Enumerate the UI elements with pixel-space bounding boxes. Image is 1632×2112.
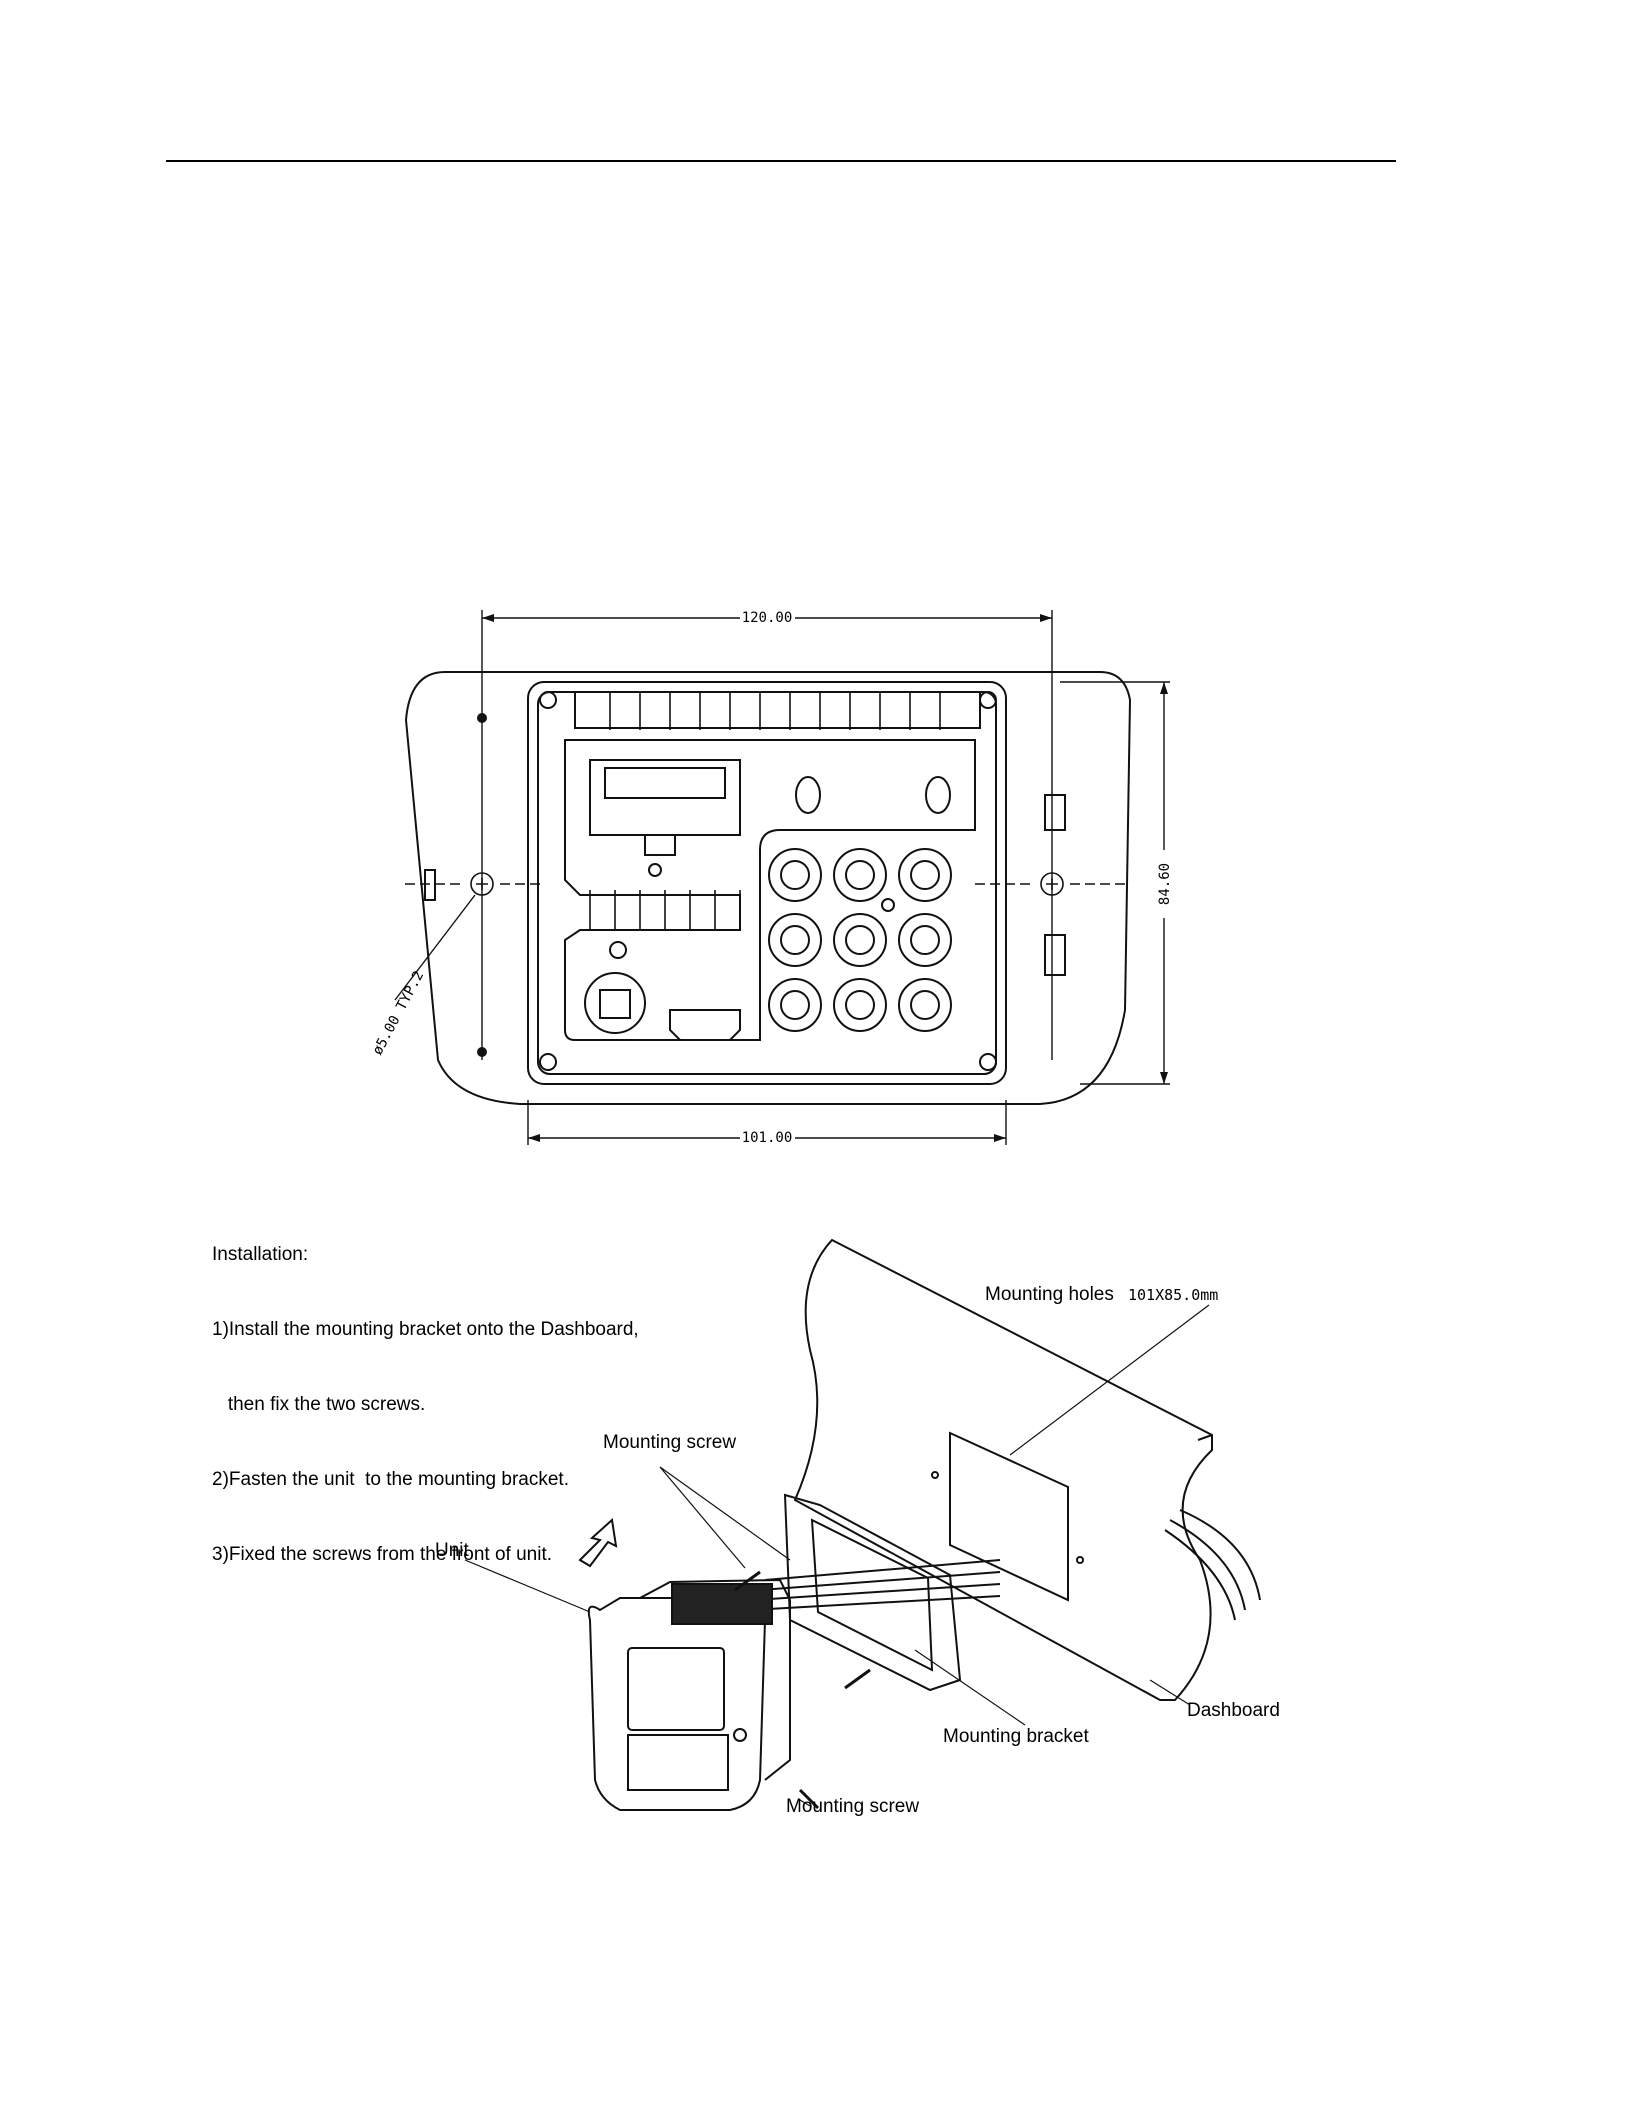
callout-mounting-screw-bottom: Mounting screw xyxy=(786,1796,919,1817)
installation-instructions: Installation: 1)Install the mounting bra… xyxy=(212,1192,639,1617)
installation-heading: Installation: xyxy=(212,1244,309,1265)
callout-unit: Unit xyxy=(435,1540,470,1561)
rca-jacks xyxy=(768,848,952,1032)
dimension-lines xyxy=(394,610,1170,1145)
heatsink-fins xyxy=(609,692,941,730)
unit xyxy=(587,1597,767,1811)
dashboard-panel xyxy=(793,1238,1213,1701)
usb-port xyxy=(584,972,646,1034)
hdmi-port xyxy=(669,1009,741,1041)
mounting-hole-cutout xyxy=(949,1431,1069,1602)
installation-step-1: 1)Install the mounting bracket onto the … xyxy=(212,1319,639,1340)
insert-arrow xyxy=(578,1518,618,1568)
installation-step-1-cont: then fix the two screws. xyxy=(212,1394,426,1415)
bezel-outline xyxy=(404,671,1132,1105)
installation-step-2: 2)Fasten the unit to the mounting bracke… xyxy=(212,1469,569,1490)
callout-mounting-holes-size: 101X85.0mm xyxy=(1128,1286,1218,1304)
dim-width-top: 120.00 xyxy=(742,610,793,626)
dim-width-bottom: 101.00 xyxy=(742,1130,793,1146)
housing-outline xyxy=(527,681,1007,1085)
callout-mounting-bracket: Mounting bracket xyxy=(943,1726,1089,1747)
installation-step-3: 3)Fixed the screws from the front of uni… xyxy=(212,1544,553,1565)
header-rule xyxy=(166,160,1396,162)
callout-mounting-screw-top: Mounting screw xyxy=(603,1432,736,1453)
callout-dashboard: Dashboard xyxy=(1187,1700,1280,1721)
callout-mounting-holes: Mounting holes xyxy=(985,1284,1114,1305)
dim-height: 84.60 xyxy=(1157,863,1173,905)
